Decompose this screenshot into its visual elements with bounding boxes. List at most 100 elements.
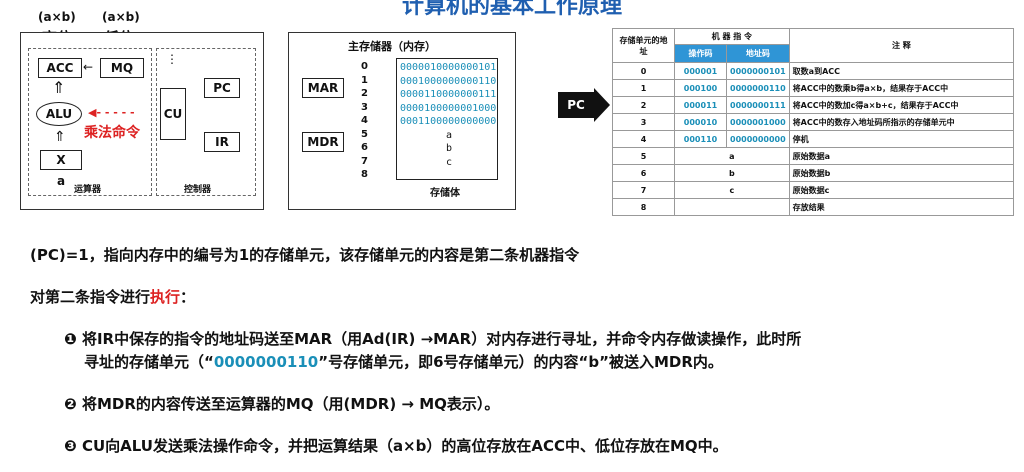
row-op: 000100 bbox=[674, 79, 727, 97]
row-value: c bbox=[674, 181, 790, 199]
table-row: 8 存放结果 bbox=[612, 198, 1015, 216]
row-note: 原始数据a bbox=[788, 147, 1015, 165]
table-row: 6 b 原始数据b bbox=[612, 164, 1015, 182]
row-addr: 0 bbox=[612, 62, 675, 80]
memory-address-list: 0 1 2 3 4 5 6 7 8 bbox=[354, 60, 368, 182]
pc-arrow-icon bbox=[594, 88, 610, 122]
ctrl-group-label: 控制器 bbox=[184, 185, 212, 195]
step-2-number: ❷ bbox=[64, 395, 77, 413]
mult-command-label: 乘法命令 bbox=[84, 125, 140, 141]
table-row: 2 000011 0000000111 将ACC中的数加c得a×b+c，结果存于… bbox=[612, 96, 1015, 114]
low-label-top: (a×b) bbox=[102, 10, 140, 24]
pc-register: PC bbox=[204, 78, 240, 98]
x-value: a bbox=[57, 174, 66, 188]
memory-body-label: 存储体 bbox=[430, 188, 460, 199]
memory-cell: 0000110000000111 bbox=[400, 89, 497, 100]
table-row: 7 c 原始数据c bbox=[612, 181, 1015, 199]
row-addr: 6 bbox=[612, 164, 675, 182]
memory-address: 7 bbox=[361, 155, 368, 167]
step-1-continued: 寻址的存储单元（“0000000110”号存储单元，即6号存储单元）的内容“b”… bbox=[84, 351, 723, 372]
row-note: 将ACC中的数加c得a×b+c，结果存于ACC中 bbox=[788, 96, 1015, 114]
memory-address: 6 bbox=[361, 142, 368, 153]
memory-address: 0 bbox=[361, 61, 368, 72]
memory-cell: 0001100000000000 bbox=[400, 116, 497, 127]
acc-mq-arrow-icon: ← bbox=[83, 60, 94, 74]
col-header-addr: 存储单元的地址 bbox=[612, 28, 675, 63]
row-addr: 3 bbox=[612, 113, 675, 131]
table-row: 0 000001 0000000101 取数a到ACC bbox=[612, 62, 1015, 80]
row-note: 停机 bbox=[788, 130, 1015, 148]
acc-register: ACC bbox=[38, 58, 82, 78]
mar-register: MAR bbox=[302, 78, 344, 98]
table-row: 1 000100 0000000110 将ACC中的数乘b得a×b，结果存于AC… bbox=[612, 79, 1015, 97]
memory-title: 主存储器（内存） bbox=[348, 40, 436, 53]
row-note: 原始数据c bbox=[788, 181, 1015, 199]
row-addr: 4 bbox=[612, 130, 675, 148]
memory-cell: 0000100000001000 bbox=[400, 102, 497, 114]
row-ad: 0000000101 bbox=[726, 62, 790, 80]
mq-register: MQ bbox=[100, 58, 144, 78]
step-1-text-b-prefix: 寻址的存储单元（“ bbox=[84, 353, 214, 371]
pc-pointer: PC bbox=[558, 92, 594, 118]
alu-group-label: 运算器 bbox=[74, 185, 102, 195]
row-addr: 2 bbox=[612, 96, 675, 114]
execute-heading: 对第二条指令进行执行： bbox=[30, 286, 195, 307]
row-value bbox=[674, 198, 790, 216]
high-label-top: (a×b) bbox=[38, 10, 76, 24]
col-header-instr: 机 器 指 令 bbox=[674, 27, 790, 46]
row-note: 将ACC中的数乘b得a×b，结果存于ACC中 bbox=[788, 79, 1015, 97]
step-1-text-a: 将IR中保存的指令的地址码送至MAR（用Ad(IR) →MAR）对内存进行寻址，… bbox=[81, 330, 802, 348]
table-row: 4 000110 0000000000 停机 bbox=[612, 130, 1015, 148]
table-row: 3 000010 0000001000 将ACC中的数存入地址码所指示的存储单元… bbox=[612, 113, 1015, 131]
memory-panel bbox=[288, 32, 516, 210]
col-header-ad: 地址码 bbox=[726, 44, 790, 63]
memory-cell: 0000010000000101 bbox=[400, 62, 497, 73]
memory-address: 5 bbox=[361, 128, 368, 140]
row-ad: 0000000110 bbox=[726, 79, 790, 97]
col-header-op: 操作码 bbox=[674, 44, 727, 63]
memory-body: 0000010000000101 0001000000000110 000011… bbox=[396, 58, 498, 180]
pc-explanation: (PC)=1，指向内存中的编号为1的存储单元，该存储单元的内容是第二条机器指令 bbox=[30, 246, 580, 264]
memory-address: 4 bbox=[361, 115, 368, 126]
alu-group-box bbox=[28, 48, 152, 196]
x-register: X bbox=[40, 150, 82, 170]
step-3-text: CU向ALU发送乘法操作命令，并把运算结果（a×b）的高位存放在ACC中、低位存… bbox=[81, 437, 728, 455]
row-op: 000010 bbox=[674, 113, 727, 131]
memory-address: 3 bbox=[361, 101, 368, 113]
row-value: b bbox=[674, 164, 790, 182]
step-3: ❸ CU向ALU发送乘法操作命令，并把运算结果（a×b）的高位存放在ACC中、低… bbox=[64, 435, 728, 456]
row-note: 原始数据b bbox=[788, 164, 1015, 182]
ir-register: IR bbox=[204, 132, 240, 152]
step-1-text-b-suffix: ”号存储单元，即6号存储单元）的内容“b”被送入MDR内。 bbox=[318, 353, 723, 371]
acc-up-arrow-icon: ⇑ bbox=[52, 78, 66, 97]
mult-arrow-icon: ◀- - - - - bbox=[88, 106, 135, 119]
step-2-text: 将MDR的内容传送至运算器的MQ（用(MDR) → MQ表示）。 bbox=[81, 395, 500, 413]
row-addr: 7 bbox=[612, 181, 675, 199]
step-2: ❷ 将MDR的内容传送至运算器的MQ（用(MDR) → MQ表示）。 bbox=[64, 393, 499, 414]
execute-heading-suffix: ： bbox=[180, 288, 196, 306]
step-1-code: 0000000110 bbox=[213, 353, 319, 371]
row-value: a bbox=[674, 147, 790, 165]
mdr-register: MDR bbox=[302, 132, 344, 152]
bus-dots-icon: ⋮ bbox=[166, 52, 178, 66]
execute-heading-red: 执行 bbox=[150, 288, 181, 306]
step-1: ❶ 将IR中保存的指令的地址码送至MAR（用Ad(IR) →MAR）对内存进行寻… bbox=[64, 328, 1014, 349]
instruction-table: 存储单元的地址 机 器 指 令 注 释 操作码 地址码 0 000001 000… bbox=[612, 27, 1015, 216]
slide-title: 计算机的基本工作原理 bbox=[401, 0, 622, 19]
row-addr: 5 bbox=[612, 147, 675, 165]
row-ad: 0000000111 bbox=[726, 96, 790, 114]
ctrl-group-box bbox=[156, 48, 256, 196]
x-up-arrow-icon: ⇑ bbox=[54, 129, 66, 145]
memory-cell: a bbox=[446, 129, 453, 141]
row-note: 将ACC中的数存入地址码所指示的存储单元中 bbox=[788, 113, 1015, 131]
row-note: 取数a到ACC bbox=[788, 62, 1015, 80]
step-3-number: ❸ bbox=[64, 437, 77, 455]
table-row: 5 a 原始数据a bbox=[612, 147, 1015, 165]
memory-address: 2 bbox=[361, 88, 368, 99]
cu-unit: CU bbox=[160, 88, 186, 140]
row-op: 000011 bbox=[674, 96, 727, 114]
memory-cell: b bbox=[446, 143, 453, 154]
memory-address: 1 bbox=[361, 74, 368, 86]
alu-unit: ALU bbox=[36, 102, 82, 126]
row-op: 000001 bbox=[674, 62, 727, 80]
